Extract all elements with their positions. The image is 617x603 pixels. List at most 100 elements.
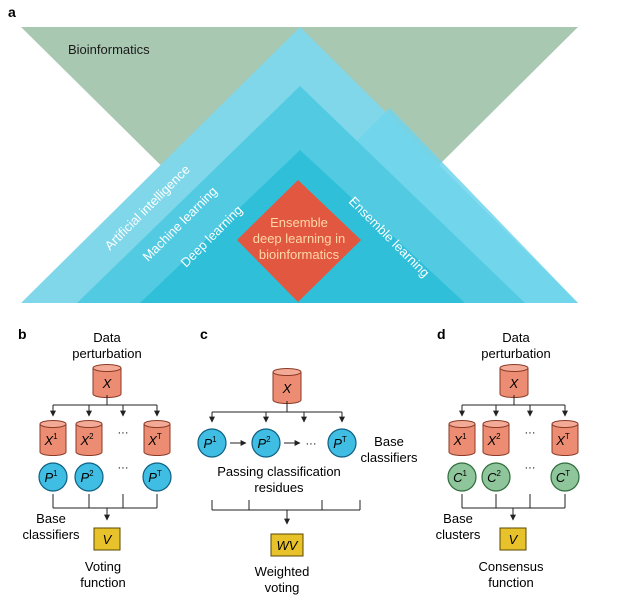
data-perturbation-title-1: Data [93, 330, 121, 345]
passing-residues-label-2: residues [254, 480, 304, 495]
panel-b-letter: b [18, 326, 27, 342]
panel-a: a Bioinformatics Artificial intelligence… [8, 4, 578, 303]
data-subset-cylinder: X2 [482, 420, 510, 456]
classifier-label: P1 [203, 435, 217, 451]
node-circle [447, 462, 477, 492]
data-subset-cylinder: X1 [448, 420, 476, 456]
combiner-label: WV [277, 538, 299, 553]
data-subset-label: XT [147, 432, 162, 448]
combiner-label: V [103, 532, 113, 547]
classifier-label: P1 [44, 469, 58, 485]
ellipsis: ··· [525, 427, 536, 439]
node-circle [142, 462, 172, 492]
center-label-line-2: deep learning in [253, 231, 346, 246]
panel-d-letter: d [437, 326, 446, 342]
base-cluster-node: CT [550, 462, 580, 492]
merge-connector [211, 500, 361, 525]
split-connector [459, 395, 568, 417]
base-classifier-node: P1 [38, 462, 68, 492]
ellipsis: ··· [118, 462, 129, 474]
classifier-label: P2 [80, 469, 94, 485]
bioinformatics-label: Bioinformatics [68, 42, 150, 57]
source-data-label: X [509, 376, 520, 391]
base-clusters-label-2: clusters [436, 527, 481, 542]
center-label-line-1: Ensemble [270, 215, 328, 230]
combiner-label: V [509, 532, 519, 547]
source-data-label: X [282, 381, 293, 396]
cylinder-body [39, 424, 67, 456]
data-subset-label: X2 [79, 432, 94, 448]
node-circle [251, 428, 281, 458]
node-circle [38, 462, 68, 492]
source-data-label: X [102, 376, 113, 391]
data-subset-label: X1 [452, 432, 467, 448]
panel-d: d Data perturbation X X1 X2 ··· XT C1 C2 [436, 326, 580, 590]
cylinder-body [448, 424, 476, 456]
data-subset-cylinder: X1 [39, 420, 67, 456]
cylinder-body [551, 424, 579, 456]
source-data-cylinder: X [92, 364, 122, 398]
cylinder-top [39, 420, 67, 428]
passing-residues-label-1: Passing classification [217, 464, 341, 479]
data-perturbation-title-2: perturbation [481, 346, 550, 361]
ellipsis: ··· [118, 427, 129, 439]
split-connector [50, 395, 160, 417]
source-data-cylinder: X [272, 368, 302, 404]
data-subset-label: XT [555, 432, 570, 448]
cylinder-body [482, 424, 510, 456]
data-perturbation-title-2: perturbation [72, 346, 141, 361]
voting-function-label-2: function [80, 575, 126, 590]
cylinder-top [75, 420, 103, 428]
cluster-label: CT [556, 469, 570, 485]
combiner-rect [270, 533, 304, 557]
combiner-rect [93, 527, 121, 551]
weighted-voting-label-1: Weighted [255, 564, 310, 579]
cluster-label: C1 [453, 469, 467, 485]
consensus-combiner-box: V [499, 527, 527, 551]
base-classifier-node: P2 [74, 462, 104, 492]
data-subset-label: X2 [486, 432, 501, 448]
voting-function-label-1: Voting [85, 559, 121, 574]
base-cluster-node: C2 [481, 462, 511, 492]
data-perturbation-title-1: Data [502, 330, 530, 345]
cluster-label: C2 [487, 469, 501, 485]
base-cluster-node: C1 [447, 462, 477, 492]
merge-connector [52, 494, 158, 521]
data-subset-cylinder: X2 [75, 420, 103, 456]
combiner-rect [499, 527, 527, 551]
cylinder-top [143, 420, 171, 428]
cylinder-top [499, 364, 529, 372]
base-clusters-label-1: Base [443, 511, 473, 526]
split-connector [209, 401, 345, 423]
node-circle [197, 428, 227, 458]
cylinder-top [272, 368, 302, 376]
consensus-function-label-2: function [488, 575, 534, 590]
node-circle [550, 462, 580, 492]
weighted-voting-box: WV [270, 533, 304, 557]
panel-c: c X P1 P2 PT ··· Base classifiers Pass [197, 326, 418, 595]
base-classifiers-label-1: Base [374, 434, 404, 449]
base-classifier-node: P2 [251, 428, 281, 458]
classifier-label: PT [333, 435, 347, 451]
data-subset-cylinder: XT [551, 420, 579, 456]
classifier-label: P2 [257, 435, 271, 451]
ellipsis: ··· [525, 462, 536, 474]
center-label-line-3: bioinformatics [259, 247, 340, 262]
merge-connector [461, 494, 566, 521]
consensus-function-label-1: Consensus [478, 559, 544, 574]
panel-b: b Data perturbation X X1 X2 ··· XT P1 P2 [18, 326, 172, 590]
cylinder-top [92, 364, 122, 372]
node-circle [74, 462, 104, 492]
base-classifiers-label-2: classifiers [22, 527, 80, 542]
panel-c-letter: c [200, 326, 208, 342]
node-circle [327, 428, 357, 458]
weighted-voting-label-2: voting [265, 580, 300, 595]
voting-combiner-box: V [93, 527, 121, 551]
base-classifier-node: PT [327, 428, 357, 458]
cylinder-top [551, 420, 579, 428]
cylinder-top [448, 420, 476, 428]
ellipsis: ··· [306, 438, 317, 450]
panel-a-letter: a [8, 4, 16, 20]
cylinder-body [143, 424, 171, 456]
